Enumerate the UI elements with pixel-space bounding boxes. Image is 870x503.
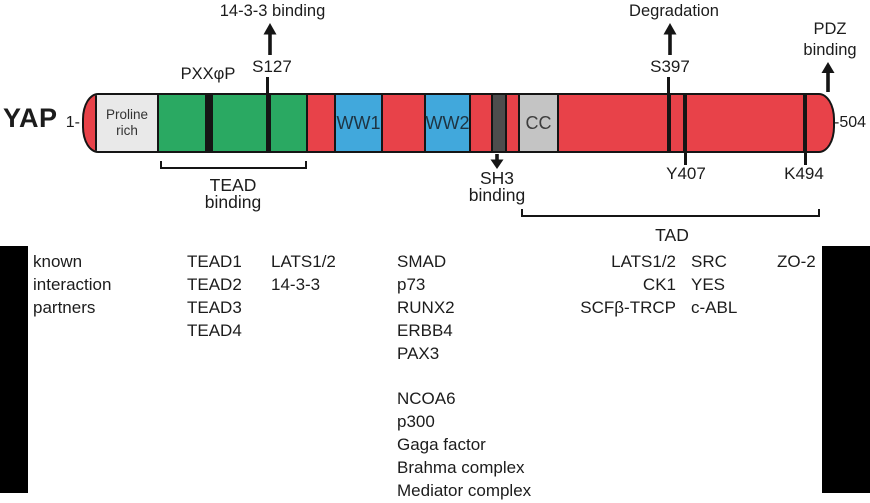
ww2-domain: WW2 (424, 95, 471, 151)
label-sh3-line2: binding (468, 185, 526, 205)
tead-binding-domain (157, 95, 308, 151)
partner-item: LATS1/2 (611, 252, 676, 271)
s397-marker (667, 95, 671, 151)
partner-item: TEAD3 (187, 297, 242, 317)
partner-item: interaction (33, 274, 112, 294)
partner-column-s127: LATS1/2 14-3-3 (271, 251, 336, 297)
partner-item: ZO-2 (777, 252, 816, 271)
partner-item: CK1 (642, 274, 676, 294)
partner-item: Gaga factor (397, 435, 486, 455)
partner-item: SCFβ-TRCP (580, 297, 676, 317)
label-pdz-line1: PDZ (813, 20, 847, 38)
label-14-3-3-binding: 14-3-3 binding (219, 2, 326, 20)
partner-item: YES (691, 274, 726, 294)
partner-item: p73 (397, 274, 426, 294)
end-residue-label: -504 (834, 114, 867, 131)
start-residue-label: 1- (65, 114, 80, 131)
label-pdz-line2: binding (803, 41, 857, 59)
label-k494: K494 (784, 164, 824, 183)
partner-item: TEAD4 (187, 320, 242, 340)
partner-item: LATS1/2 (271, 252, 336, 271)
partner-item: RUNX2 (397, 297, 455, 317)
partner-item: NCOA6 (397, 389, 456, 409)
s127-connector-line (266, 77, 269, 94)
partner-column-kinases: SRC YES c-ABL (691, 251, 737, 320)
coiled-coil-domain: CC (518, 95, 559, 151)
partners-caption: known interaction partners (33, 251, 111, 320)
partner-item: SMAD (397, 252, 447, 271)
partner-item: Mediator complex (397, 480, 532, 500)
y407-connector-line (684, 152, 687, 165)
label-pxx-phi-p: PXXφP (180, 65, 236, 83)
left-black-panel (0, 246, 28, 493)
sh3-binding-motif (491, 95, 507, 151)
tad-bracket (521, 209, 820, 217)
pxx-phi-p-marker (205, 95, 213, 151)
up-arrow-icon (663, 23, 677, 55)
label-tead-line2: binding (204, 192, 262, 212)
partner-column-pdz: ZO-2 (777, 251, 816, 274)
label-degradation: Degradation (629, 2, 719, 20)
s397-connector-line (667, 77, 670, 94)
k494-connector-line (804, 152, 807, 165)
partner-item: c-ABL (691, 297, 738, 317)
label-tead-line1: TEAD (209, 175, 257, 195)
partner-item: known (33, 252, 83, 271)
partner-item: ERBB4 (397, 320, 453, 340)
partner-item: PAX3 (397, 343, 440, 363)
partner-item: 14-3-3 (271, 274, 321, 294)
up-arrow-icon (821, 62, 835, 92)
ww1-domain: WW1 (334, 95, 383, 151)
proline-rich-domain: Proline rich (95, 95, 159, 151)
partner-item: Brahma complex (397, 458, 525, 478)
label-sh3-line1: SH3 (479, 168, 515, 188)
s127-marker (266, 95, 271, 151)
partner-item: TEAD1 (187, 252, 242, 271)
y407-marker (683, 95, 687, 151)
partner-item: SRC (691, 252, 727, 271)
label-y407: Y407 (666, 164, 706, 183)
label-tad: TAD (655, 225, 689, 245)
down-arrow-icon (490, 154, 504, 169)
label-s397: S397 (650, 57, 690, 76)
protein-bar: Proline rich WW1 WW2 CC (82, 93, 835, 153)
partner-item: partners (33, 297, 96, 317)
tead-binding-bracket (160, 161, 307, 169)
partner-item: TEAD2 (187, 274, 242, 294)
label-s127: S127 (252, 57, 292, 76)
partner-item: p300 (397, 412, 435, 432)
partner-item (397, 365, 531, 388)
up-arrow-icon (263, 23, 277, 55)
right-black-panel (822, 246, 870, 493)
protein-name: YAP (3, 103, 58, 133)
k494-marker (803, 95, 807, 151)
